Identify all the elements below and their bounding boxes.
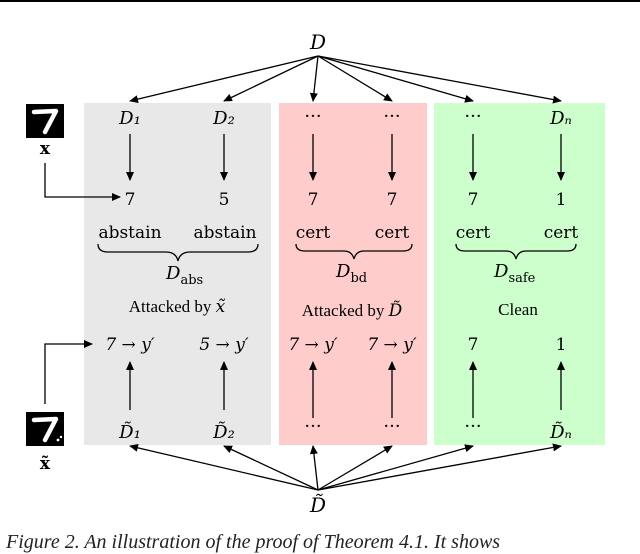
bottom-fan-arrows: [129, 443, 562, 491]
train-arrows: [126, 134, 565, 181]
clean-input-image: [26, 104, 64, 138]
retrain-arrows: [126, 361, 565, 418]
attacked-input-label: x̃: [40, 454, 51, 474]
prediction-value: 5: [219, 190, 230, 210]
attack-label-bd: Attacked by D̃: [302, 301, 403, 321]
poisoned-dataset-label: D̃ₙ: [549, 421, 572, 443]
attacked-input-image: [26, 412, 64, 446]
prediction-value: 7: [308, 190, 319, 210]
decision-label: cert: [456, 223, 491, 243]
dataset-label: D₁: [118, 108, 141, 129]
decision-label: cert: [544, 223, 579, 243]
decision-label: cert: [296, 223, 331, 243]
output-value: 7 → y′: [288, 335, 337, 355]
poisoned-dataset-label: ···: [464, 416, 481, 437]
output-value: 7 → y′: [367, 335, 416, 355]
output-value: 1: [556, 335, 567, 355]
attacked-input-arrow: [44, 340, 93, 404]
poisoned-dataset-label: ···: [304, 416, 321, 437]
top-rule: [0, 0, 640, 2]
clean-input-label: x: [40, 139, 51, 159]
output-value: 5 → y′: [199, 335, 248, 355]
group-abs-panel: [84, 103, 271, 445]
output-value: 7 → y′: [105, 335, 154, 355]
dataset-label: D₂: [212, 108, 235, 129]
decision-label: abstain: [98, 223, 161, 243]
group-safe-panel: [434, 103, 605, 445]
decision-label: abstain: [193, 223, 256, 243]
poisoned-dataset-label: D̃₂: [212, 421, 235, 443]
clean-input-arrow: [44, 163, 121, 201]
prediction-value: 7: [387, 190, 398, 210]
attack-label-abs: Attacked by x̃: [129, 297, 226, 317]
top-fan-arrows: [129, 55, 562, 104]
group-label-safe: Dsafe: [493, 261, 536, 286]
group-label-abs: Dabs: [165, 263, 203, 288]
prediction-value: 7: [125, 190, 136, 210]
figure-caption: Figure 2. An illustration of the proof o…: [6, 531, 501, 553]
prediction-value: 1: [556, 190, 567, 210]
group-bd-panel: [279, 103, 427, 445]
attack-label-safe: Clean: [498, 300, 538, 319]
dataset-label: ···: [383, 106, 400, 127]
poisoned-dataset-label: D̃₁: [118, 421, 141, 443]
dataset-label: ···: [304, 106, 321, 127]
group-label-bd: Dbd: [335, 261, 367, 286]
top-node-label: D: [309, 30, 326, 54]
dataset-label: ···: [464, 106, 481, 127]
poisoned-dataset-label: ···: [383, 416, 400, 437]
dataset-label: Dₙ: [549, 108, 572, 129]
decision-label: cert: [375, 223, 410, 243]
bottom-node-label: D̃: [309, 493, 326, 517]
underbraces: [97, 243, 577, 262]
prediction-value: 7: [468, 190, 479, 210]
proof-diagram: D D̃ D₁ D₂ ··· ··· ··· Dₙ 7: [26, 30, 605, 517]
output-value: 7: [468, 335, 479, 355]
